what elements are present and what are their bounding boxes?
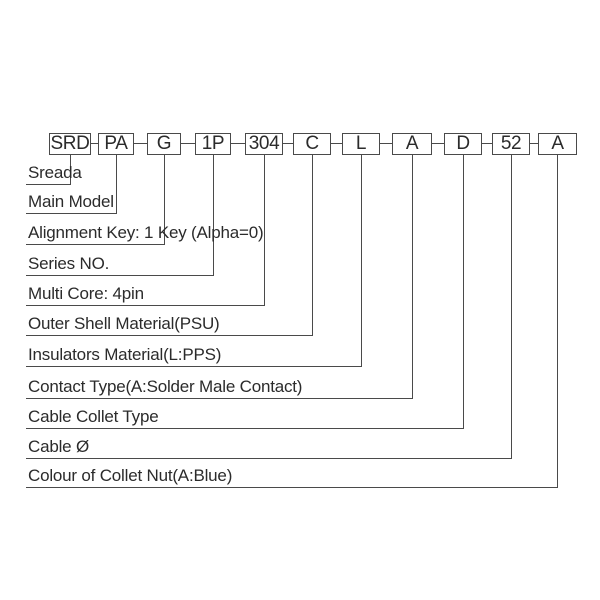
code-text: 52 [500,133,522,154]
code-text: D [456,133,470,154]
leader-line-horizontal-shell-material [26,335,313,336]
box-connector-line [482,143,492,144]
code-text: PA [104,133,128,154]
code-box-nut-colour: A [538,133,577,155]
label-cable-diameter: Cable Ø [28,437,89,456]
leader-line-vertical-cable-diameter [511,155,512,458]
leader-line-horizontal-collet-type [26,428,464,429]
label-alignment-key: Alignment Key: 1 Key (Alpha=0) [28,223,264,242]
leader-line-horizontal-insulator-material [26,366,362,367]
box-connector-line [331,143,342,144]
box-connector-line [181,143,195,144]
code-box-alignment-key: G [147,133,181,155]
code-text: L [355,133,367,154]
code-box-shell-material: C [293,133,331,155]
leader-line-horizontal-multi-core [26,305,265,306]
box-connector-line [231,143,245,144]
code-text: A [405,133,419,154]
box-connector-line [91,143,98,144]
code-text: 304 [248,133,280,154]
leader-line-vertical-multi-core [264,155,265,305]
leader-line-vertical-collet-type [463,155,464,428]
leader-line-horizontal-cable-diameter [26,458,512,459]
leader-line-horizontal-contact-type [26,398,413,399]
leader-line-vertical-brand [70,155,71,184]
code-box-collet-type: D [444,133,482,155]
leader-line-vertical-main-model [116,155,117,213]
label-contact-type: Contact Type(A:Solder Male Contact) [28,377,303,396]
code-text: G [156,133,172,154]
code-box-insulator-material: L [342,133,380,155]
code-box-multi-core: 304 [245,133,283,155]
label-series-no: Series NO. [28,254,110,273]
leader-line-horizontal-alignment-key [26,244,165,245]
box-connector-line [432,143,444,144]
leader-line-vertical-contact-type [412,155,413,398]
leader-line-vertical-series-no [213,155,214,275]
label-collet-type: Cable Collet Type [28,407,159,426]
code-box-contact-type: A [392,133,432,155]
leader-line-vertical-nut-colour [557,155,558,487]
box-connector-line [134,143,147,144]
box-connector-line [380,143,392,144]
code-box-series-no: 1P [195,133,231,155]
label-insulator-material: Insulators Material(L:PPS) [28,345,222,364]
label-brand: Sreada [28,163,82,182]
label-shell-material: Outer Shell Material(PSU) [28,314,220,333]
code-text: SRD [50,133,90,154]
label-multi-core: Multi Core: 4pin [28,284,144,303]
leader-line-horizontal-main-model [26,213,117,214]
label-main-model: Main Model [28,192,114,211]
leader-line-horizontal-nut-colour [26,487,558,488]
code-box-brand: SRD [49,133,91,155]
code-box-cable-diameter: 52 [492,133,530,155]
code-text: A [551,133,564,154]
leader-line-vertical-alignment-key [164,155,165,244]
code-box-main-model: PA [98,133,134,155]
box-connector-line [530,143,538,144]
code-text: C [305,133,319,154]
leader-line-horizontal-brand [26,184,71,185]
leader-line-horizontal-series-no [26,275,214,276]
box-connector-line [283,143,293,144]
leader-line-vertical-insulator-material [361,155,362,366]
label-nut-colour: Colour of Collet Nut(A:Blue) [28,466,233,485]
code-text: 1P [201,133,225,154]
leader-line-vertical-shell-material [312,155,313,335]
